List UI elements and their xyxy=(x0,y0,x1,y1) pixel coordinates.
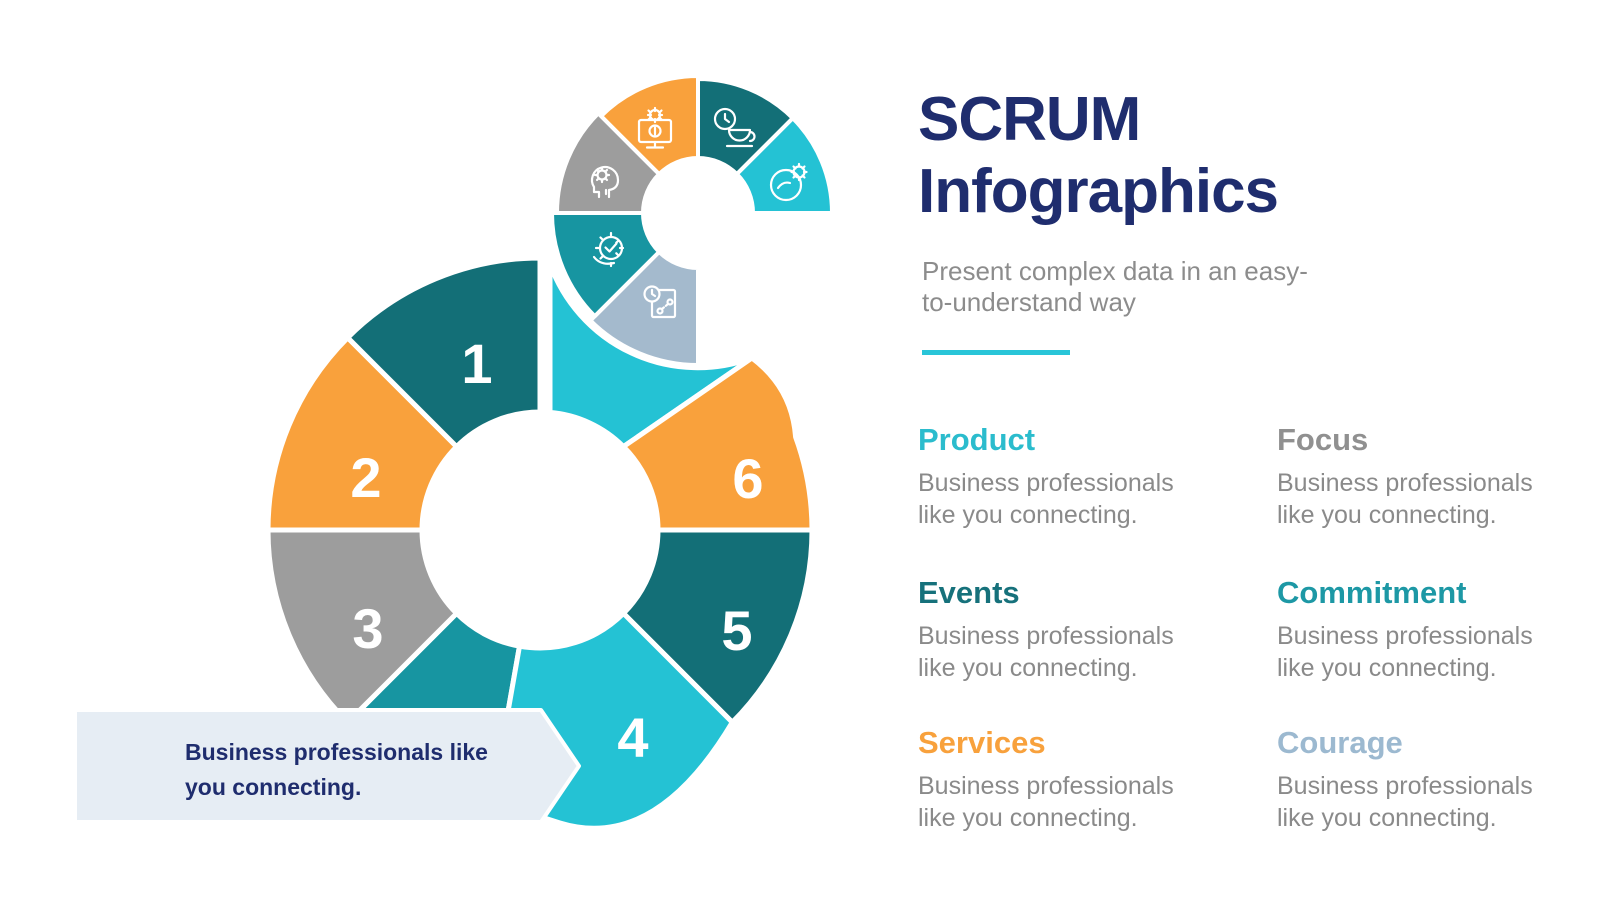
ring-segment-6 xyxy=(621,355,815,533)
icon-segment-report xyxy=(588,249,700,367)
clock-coffee-cup-icon xyxy=(713,107,756,148)
feature-desc-line: like you connecting. xyxy=(918,654,1138,682)
feature-desc-line: Business professionals xyxy=(1277,772,1533,800)
feature-heading: Product xyxy=(918,422,1036,457)
feature-heading: Focus xyxy=(1277,422,1369,457)
segment-number-4: 4 xyxy=(617,706,648,769)
ring-segment-1 xyxy=(345,255,543,450)
feature-heading: Services xyxy=(918,725,1046,760)
feature-desc-line: Business professionals xyxy=(918,772,1174,800)
idea-circle-gear-icon xyxy=(769,162,808,202)
scrum-cycle-diagram: 1 2 3 4 5 6 Business professionals like … xyxy=(73,74,835,829)
ring-segment-3 xyxy=(265,527,460,725)
gear-check-icon xyxy=(592,231,625,268)
feature-product: Product Business professionals like you … xyxy=(918,424,1248,531)
feature-focus: Focus Business professionals like you co… xyxy=(1277,424,1607,531)
page-title-line1: SCRUM xyxy=(918,85,1141,154)
feature-desc-line: like you connecting. xyxy=(1277,654,1497,682)
feature-desc-line: Business professionals xyxy=(1277,469,1533,497)
feature-desc-line: like you connecting. xyxy=(918,501,1138,529)
segment-number-2: 2 xyxy=(350,446,381,509)
feature-heading: Commitment xyxy=(1277,575,1467,610)
segment-number-1: 1 xyxy=(461,332,492,395)
callout-line2: you connecting. xyxy=(185,774,361,800)
feature-desc-line: Business professionals xyxy=(1277,622,1533,650)
page-subtitle: Present complex data in an easy-to-under… xyxy=(922,256,1308,317)
feature-desc-line: like you connecting. xyxy=(918,804,1138,832)
ring-connector-swoosh xyxy=(547,261,755,450)
icon-segment-presentation xyxy=(599,74,700,177)
ring-segment-2 xyxy=(265,335,460,533)
feature-desc-line: like you connecting. xyxy=(1277,804,1497,832)
feature-desc-line: Business professionals xyxy=(918,469,1174,497)
callout-banner xyxy=(73,708,581,824)
feature-events: Events Business professionals like you c… xyxy=(918,577,1248,684)
feature-courage: Courage Business professionals like you … xyxy=(1277,727,1607,834)
icon-segment-idea xyxy=(734,116,835,215)
feature-commitment: Commitment Business professionals like y… xyxy=(1277,577,1607,684)
feature-heading: Courage xyxy=(1277,725,1403,760)
presentation-screen-gear-icon xyxy=(637,106,673,149)
feature-desc-line: like you connecting. xyxy=(1277,501,1497,529)
segment-number-6: 6 xyxy=(732,447,763,510)
page-title: SCRUM Infographics xyxy=(918,84,1279,228)
callout-line1: Business professionals like xyxy=(185,739,488,765)
report-clock-nodes-icon xyxy=(643,285,677,319)
segment-number-3: 3 xyxy=(352,597,383,660)
icon-segment-head xyxy=(555,111,662,215)
feature-services: Services Business professionals like you… xyxy=(918,727,1248,834)
icon-segment-coffee xyxy=(696,76,795,177)
feature-heading: Events xyxy=(918,575,1020,610)
ring-segment-5 xyxy=(621,527,815,725)
accent-underline xyxy=(922,350,1070,355)
segment-number-5: 5 xyxy=(721,599,752,662)
head-gear-icon xyxy=(590,165,620,199)
page-title-line2: Infographics xyxy=(918,156,1279,226)
feature-desc-line: Business professionals xyxy=(918,622,1174,650)
